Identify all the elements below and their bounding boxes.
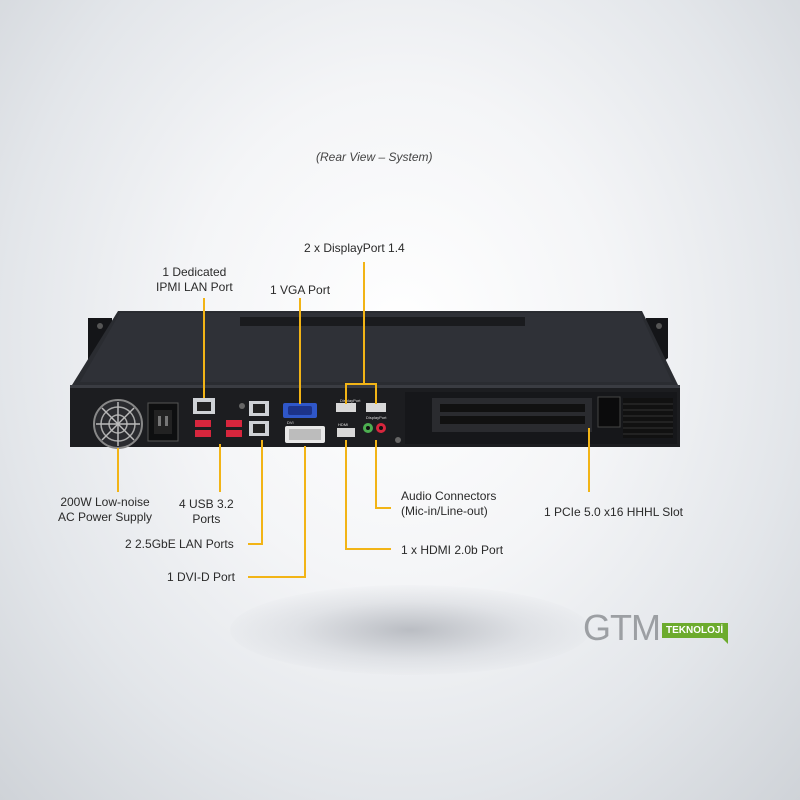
port-tag-dvi: DVI — [287, 420, 294, 425]
dvi-port — [285, 426, 325, 443]
label-audio-line2: (Mic-in/Line-out) — [401, 504, 488, 518]
psu-fan — [93, 399, 143, 449]
label-lan: 2 2.5GbE LAN Ports — [125, 537, 234, 551]
audio-connectors — [363, 423, 386, 433]
brand-name: GTM — [583, 607, 661, 648]
callout-lines — [117, 262, 590, 578]
label-dvi: 1 DVI-D Port — [167, 570, 236, 584]
callout-hdmi — [345, 440, 391, 550]
label-vga: 1 VGA Port — [270, 283, 331, 297]
image-caption: (Rear View – System) — [316, 150, 433, 164]
port-tag-displayport-b: DisplayPort — [366, 415, 387, 420]
port-tag-displayport-a: DisplayPort — [340, 398, 361, 403]
callout-dvi — [248, 446, 306, 578]
ac-power-inlet — [147, 402, 179, 442]
ipmi-lan-port — [193, 398, 215, 414]
displayport-ports — [336, 403, 386, 412]
pcie-slot — [405, 392, 677, 444]
label-ipmi-lan: 1 Dedicated IPMI LAN Port — [156, 265, 233, 295]
callout-displayport-b — [364, 383, 377, 404]
vga-port — [283, 403, 317, 418]
label-power-supply-line1: 200W Low-noise — [60, 495, 150, 509]
label-ipmi-lan-line2: IPMI LAN Port — [156, 280, 233, 294]
label-ipmi-lan-line1: 1 Dedicated — [162, 265, 227, 279]
callout-audio — [375, 440, 391, 509]
brand-logo: GTM TEKNOLOJİ — [583, 607, 729, 648]
label-power-supply-line2: AC Power Supply — [58, 510, 153, 524]
label-pcie: 1 PCIe 5.0 x16 HHHL Slot — [544, 505, 683, 519]
usb-ports — [195, 420, 242, 437]
label-audio-line1: Audio Connectors — [401, 489, 497, 503]
brand-tag: TEKNOLOJİ — [661, 623, 729, 644]
lan-ports — [249, 401, 269, 436]
label-usb-line1: 4 USB 3.2 — [179, 497, 234, 511]
label-hdmi: 1 x HDMI 2.0b Port — [401, 543, 504, 557]
label-displayport: 2 x DisplayPort 1.4 — [304, 241, 405, 255]
floor-shadow — [230, 585, 590, 675]
port-tag-hdmi: HDMI — [338, 422, 348, 427]
label-audio: Audio Connectors (Mic-in/Line-out) — [401, 489, 496, 519]
label-usb: 4 USB 3.2 Ports — [179, 497, 234, 527]
label-power-supply: 200W Low-noise AC Power Supply — [58, 495, 152, 525]
label-usb-line2: Ports — [192, 512, 221, 526]
callout-lan — [248, 440, 263, 545]
callout-displayport — [345, 262, 365, 404]
hdmi-port — [337, 428, 355, 437]
